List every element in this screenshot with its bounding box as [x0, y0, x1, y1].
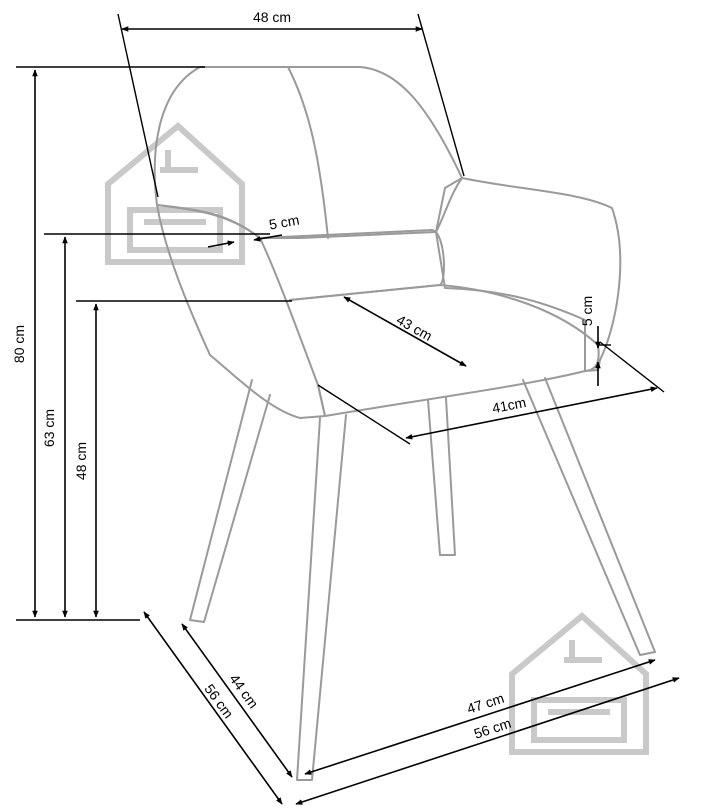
dim-line-armrest-thickness-right [253, 234, 283, 242]
dimension-lines [32, 26, 680, 805]
back-right-leg [522, 377, 656, 656]
dim-line-seat-width [405, 386, 658, 440]
label-seat-height: 48 cm [73, 442, 89, 480]
back-left-leg [427, 397, 456, 556]
right-armrest [435, 177, 622, 372]
dimension-labels: 48 cm 80 cm 63 cm 48 cm 5 cm 43 cm 5 cm … [11, 9, 595, 742]
label-armrest-height: 63 cm [41, 409, 57, 447]
label-leg-width: 47 cm [465, 690, 506, 717]
dim-line-total-depth [143, 611, 283, 805]
label-total-height: 80 cm [11, 325, 27, 363]
label-top-width: 48 cm [253, 9, 291, 25]
label-total-width: 56 cm [472, 715, 513, 742]
label-armrest-thickness: 5 cm [268, 212, 301, 233]
dim-line-leg-depth [181, 623, 293, 778]
dim-line-armrest-thickness-left [207, 240, 235, 248]
extension-lines [16, 13, 665, 621]
front-left-leg [189, 379, 271, 623]
label-seat-width: 41cm [491, 394, 528, 416]
dim-line-total-width [295, 677, 680, 805]
dim-line-leg-width [304, 659, 656, 775]
label-seat-thickness: 5 cm [579, 296, 595, 326]
front-right-leg [296, 414, 347, 781]
house-sofa-watermark-icon [105, 122, 245, 265]
dim-line-seat-depth [343, 296, 467, 367]
label-seat-depth: 43 cm [394, 311, 435, 343]
